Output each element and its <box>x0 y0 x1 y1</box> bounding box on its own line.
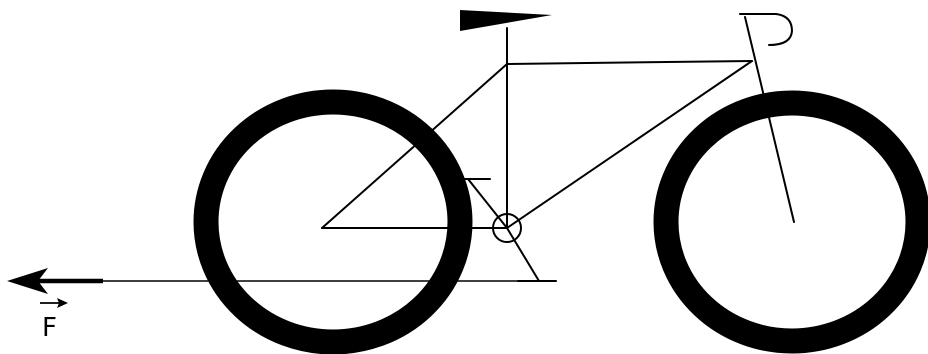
front-wheel <box>666 103 918 341</box>
handlebar-drop <box>769 14 792 45</box>
seat-stay <box>322 64 507 228</box>
force-label: F <box>42 313 57 343</box>
saddle <box>460 10 552 31</box>
down-tube <box>507 61 752 228</box>
crank-arm-lower <box>507 228 539 281</box>
top-tube <box>507 61 752 64</box>
crank-arm-upper <box>468 179 507 228</box>
rear-wheel <box>206 102 460 342</box>
